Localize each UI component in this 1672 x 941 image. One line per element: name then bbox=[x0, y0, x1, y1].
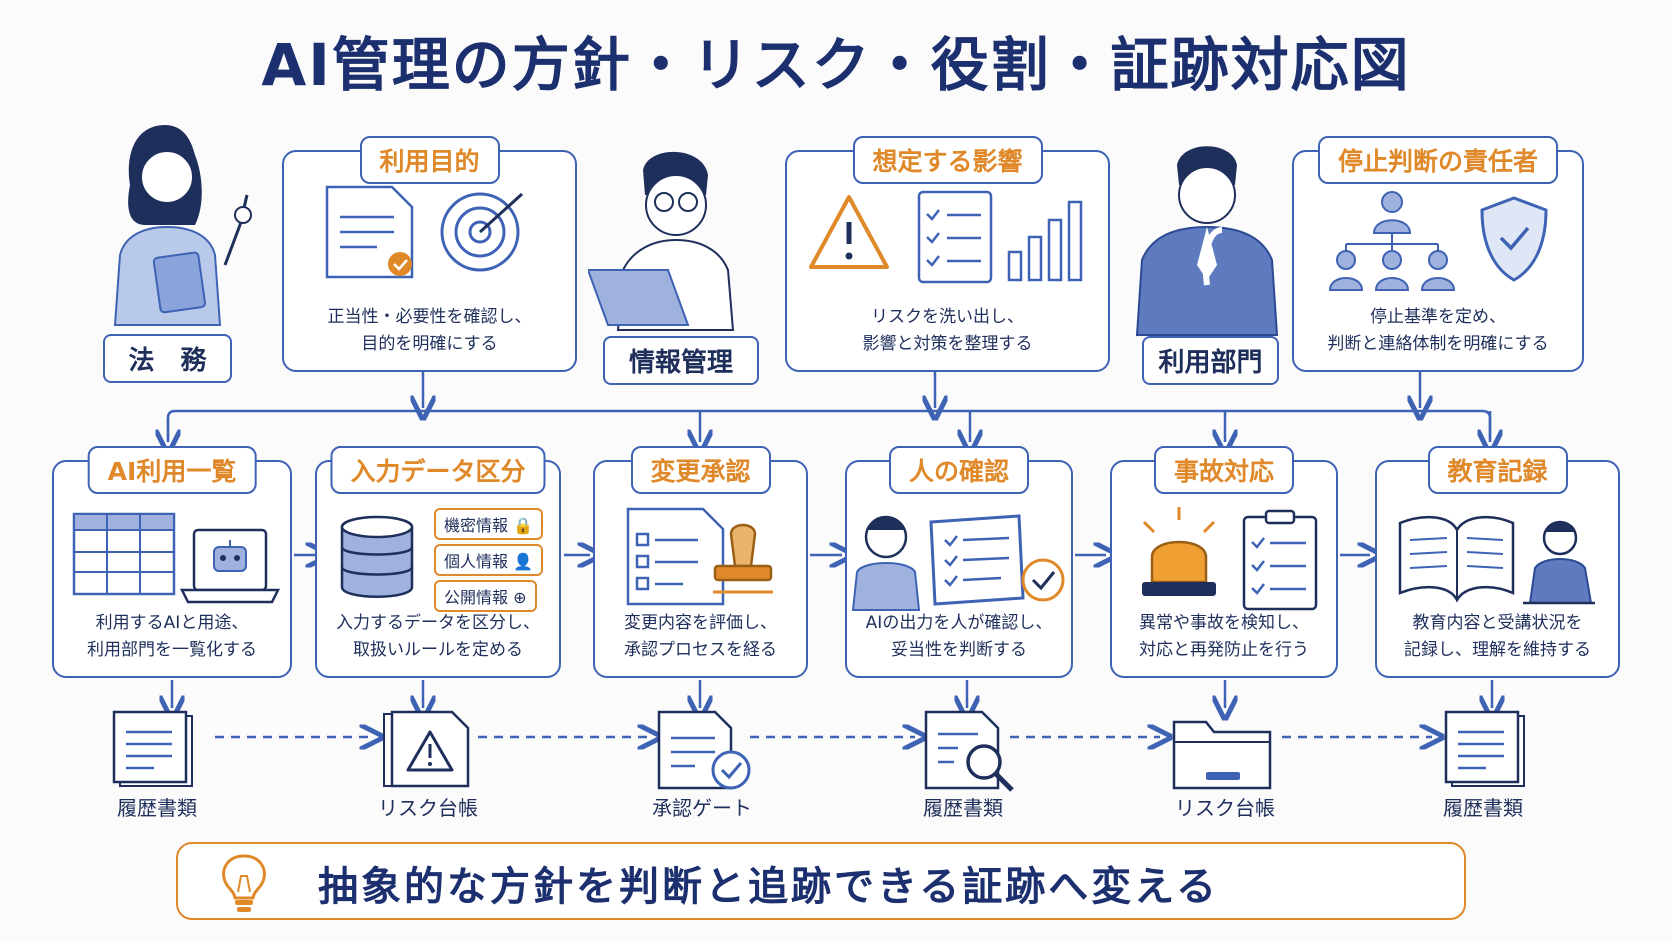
person-review-board-icon bbox=[851, 514, 1065, 611]
page-title: AI管理の方針・リスク・役割・証跡対応図 bbox=[261, 31, 1411, 99]
book-student-icon bbox=[1398, 515, 1595, 605]
label-purpose: 利用目的 bbox=[359, 136, 500, 184]
role-info-management: 情報管理 bbox=[603, 336, 759, 385]
message-banner: 抽象的な方針を判断と追跡できる証跡へ変える bbox=[176, 842, 1466, 920]
desc-human-review: AIの出力を人が確認し、 妥当性を判断する bbox=[865, 613, 1053, 660]
step-incident: 事故対応 異常や事故を検知し、 対応と再発防止を行う bbox=[1110, 446, 1338, 678]
step-ai-list: AI利用一覧 利用するAIと用途、 利用部門を一覧化する bbox=[52, 446, 292, 678]
chip-personal: 個人情報 👤 bbox=[434, 544, 544, 576]
chip-confidential-label: 機密情報 bbox=[444, 516, 509, 535]
desc-training: 教育内容と受講状況を 記録し、理解を維持する bbox=[1404, 613, 1591, 660]
person-icon: 👤 bbox=[513, 552, 534, 571]
label-stop-owner: 停止判断の責任者 bbox=[1317, 136, 1559, 184]
lightbulb-icon bbox=[222, 854, 266, 912]
document-target-icon bbox=[325, 185, 524, 279]
message-text: 抽象的な方針を判断と追跡できる証跡へ変える bbox=[318, 864, 1219, 910]
label-training: 教育記録 bbox=[1427, 446, 1568, 494]
step-human-review: 人の確認 AIの出力を人が確認し、 妥当性を判断する bbox=[845, 446, 1073, 678]
history-document-icon bbox=[112, 710, 193, 787]
label-human-review: 人の確認 bbox=[888, 446, 1030, 494]
label-impact: 想定する影響 bbox=[852, 136, 1043, 184]
evidence-label-1: 履歴書類 bbox=[117, 796, 197, 820]
label-ai-list: AI利用一覧 bbox=[87, 446, 257, 494]
desc-change-approval: 変更内容を評価し、 承認プロセスを経る bbox=[624, 613, 777, 660]
history-document-icon bbox=[1444, 710, 1525, 787]
folder-icon bbox=[1172, 720, 1272, 790]
box-stop-owner: 停止判断の責任者 停止基準を定め、 判断と連絡体制を明確にする bbox=[1292, 136, 1584, 372]
lock-icon: 🔒 bbox=[513, 516, 534, 535]
evidence-label-5: リスク台帳 bbox=[1175, 796, 1275, 820]
evidence-label-2: リスク台帳 bbox=[378, 796, 478, 820]
desc-purpose: 正当性・必要性を確認し、 目的を明確にする bbox=[327, 307, 532, 354]
siren-checklist-icon bbox=[1142, 507, 1318, 611]
label-change-approval: 変更承認 bbox=[630, 446, 771, 494]
role-legal: 法 務 bbox=[103, 334, 232, 383]
desc-impact: リスクを洗い出し、 影響と対策を整理する bbox=[862, 307, 1033, 354]
chip-confidential: 機密情報 🔒 bbox=[434, 508, 544, 540]
box-impact: 想定する影響 リスクを洗い出し、 影響と対策を整理する bbox=[785, 136, 1110, 372]
desc-incident: 異常や事故を検知し、 対応と再発防止を行う bbox=[1139, 613, 1309, 660]
risk-ledger-icon bbox=[383, 710, 470, 788]
desc-stop-owner: 停止基準を定め、 判断と連絡体制を明確にする bbox=[1327, 307, 1549, 354]
desc-ai-list: 利用するAIと用途、 利用部門を一覧化する bbox=[87, 613, 257, 660]
search-document-icon bbox=[924, 710, 1014, 792]
chip-personal-label: 個人情報 bbox=[444, 552, 509, 571]
warning-checklist-chart-icon bbox=[809, 190, 1083, 284]
checklist-stamp-icon bbox=[626, 507, 773, 606]
department-person-icon bbox=[1135, 146, 1279, 336]
chip-public-label: 公開情報 bbox=[444, 588, 509, 607]
step-change-approval: 変更承認 変更内容を評価し、 承認プロセスを経る bbox=[593, 446, 808, 678]
database-icon bbox=[340, 515, 414, 598]
evidence-label-4: 履歴書類 bbox=[923, 796, 1003, 820]
org-chart-shield-icon bbox=[1328, 191, 1548, 291]
step-training: 教育記録 教育内容と受講状況を 記録し、理解を維持する bbox=[1375, 446, 1620, 678]
role-department: 利用部門 bbox=[1142, 336, 1279, 385]
label-input-data: 入力データ区分 bbox=[330, 446, 546, 494]
evidence-label-3: 承認ゲート bbox=[652, 796, 752, 820]
desc-input-data: 入力するデータを区分し、 取扱いルールを定める bbox=[336, 613, 540, 660]
legal-person-icon bbox=[113, 125, 252, 326]
spreadsheet-robot-laptop-icon bbox=[72, 512, 281, 604]
label-incident: 事故対応 bbox=[1153, 446, 1295, 494]
info-management-person-icon bbox=[588, 151, 735, 331]
approval-gate-icon bbox=[657, 710, 751, 790]
globe-icon: ⊕ bbox=[513, 588, 527, 607]
chip-public: 公開情報 ⊕ bbox=[434, 580, 537, 612]
step-input-data: 入力データ区分 機密情報 🔒 個人情報 👤 公開情報 ⊕ 入力するデータを区分し… bbox=[315, 446, 561, 678]
box-purpose: 利用目的 正当性・必要性を確認し、 目的を明確にする bbox=[282, 136, 577, 372]
evidence-label-6: 履歴書類 bbox=[1443, 796, 1523, 820]
